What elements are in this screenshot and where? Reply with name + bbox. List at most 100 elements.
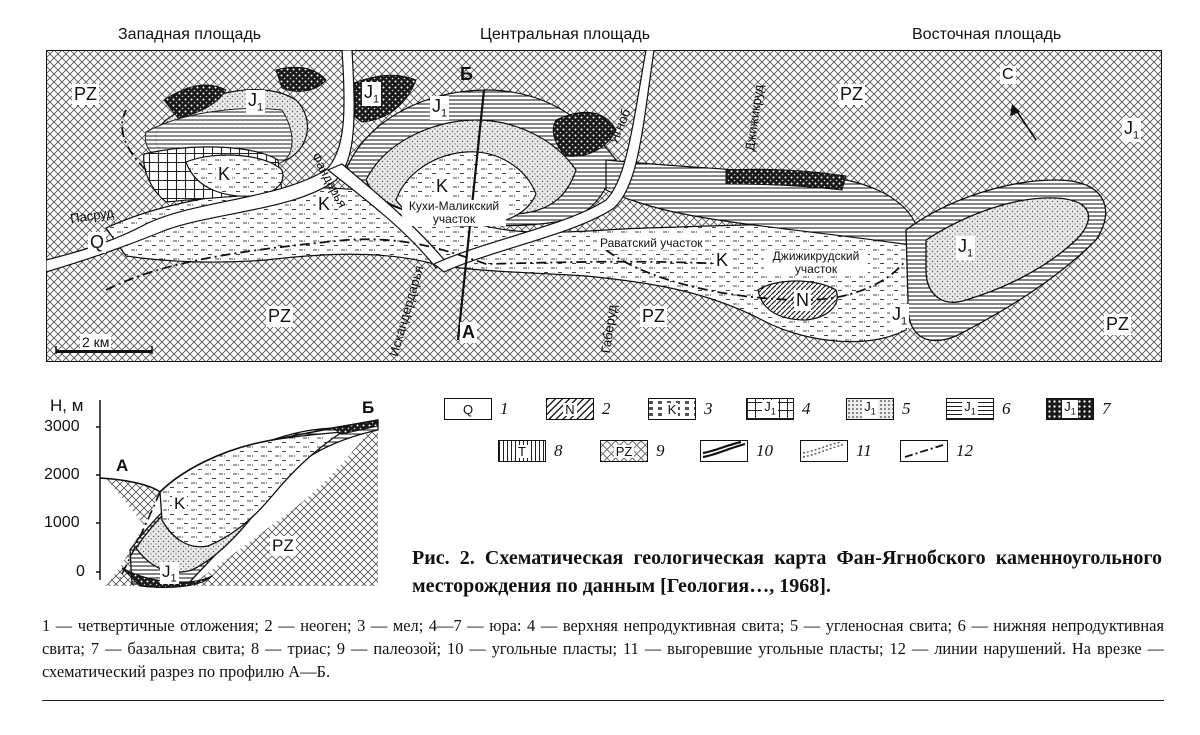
legend-item-10: 10 xyxy=(700,440,773,462)
map-label-j1-se: J1 xyxy=(890,304,910,328)
legend-swatch-6: J1 xyxy=(946,398,994,420)
map-label-pz-s: PZ xyxy=(640,306,668,327)
legend-number-7: 7 xyxy=(1102,399,1111,418)
geological-map xyxy=(46,50,1162,362)
map-label-pz-nw: PZ xyxy=(72,84,100,105)
east-j1-basal xyxy=(725,168,847,191)
legend-swatch-1: Q xyxy=(444,398,492,420)
legend-item-4: J1 4 xyxy=(746,398,811,420)
legend-number-3: 3 xyxy=(704,399,713,418)
legend-item-12: 12 xyxy=(900,440,973,462)
legend-code-2: N xyxy=(563,401,577,417)
section-tick-0: 0 xyxy=(76,563,85,580)
map-label-kukhi: Кухи-Маликский участок xyxy=(402,200,506,226)
legend-code-9: PZ xyxy=(613,443,635,459)
legend-item-6: J1 6 xyxy=(946,398,1011,420)
east-fold-inner xyxy=(925,197,1090,303)
scale-bar xyxy=(56,350,152,353)
map-label-k-sw: K xyxy=(316,194,333,215)
map-label-pz-sw: PZ xyxy=(266,306,294,327)
legend-swatch-9: PZ xyxy=(600,440,648,462)
legend-swatch-2: N xyxy=(546,398,594,420)
legend-item-7: J1 7 xyxy=(1046,398,1111,420)
legend-code-5: J1 xyxy=(862,398,878,419)
legend-number-8: 8 xyxy=(554,441,563,460)
map-label-j1-central-a: J1 xyxy=(362,82,382,106)
legend-item-11: 11 xyxy=(800,440,872,462)
central-j1-basal-b xyxy=(552,111,617,157)
legend-code-8: T xyxy=(516,443,528,459)
legend-item-5: J1 5 xyxy=(846,398,911,420)
legend-number-2: 2 xyxy=(602,399,611,418)
west-j1-basal-a xyxy=(163,84,227,119)
legend-code-7: J1 xyxy=(1062,398,1078,419)
section-tick-1000: 1000 xyxy=(44,514,80,531)
legend-number-9: 9 xyxy=(656,441,665,460)
map-label-ravat: Раватский участок xyxy=(598,236,705,250)
section-label-a: А xyxy=(116,456,129,475)
map-label-pz-se: PZ xyxy=(1104,314,1132,335)
legend-code-6: J1 xyxy=(962,398,978,419)
fault-west xyxy=(121,109,147,171)
section-label-b: Б xyxy=(362,398,375,417)
map-label-b: Б xyxy=(460,64,473,84)
area-east-label: Восточная площадь xyxy=(912,26,1062,43)
section-tick-3000: 3000 xyxy=(44,418,80,435)
legend-swatch-10 xyxy=(700,440,748,462)
scale-label: 2 км xyxy=(80,334,112,350)
map-label-k-west: K xyxy=(216,164,233,185)
area-west-label: Западная площадь xyxy=(118,26,262,43)
map-label-n: N xyxy=(794,290,811,311)
legend-code-4: J1 xyxy=(762,398,778,419)
legend-number-10: 10 xyxy=(756,441,773,460)
divider xyxy=(42,700,1164,701)
figure-notes: 1 — четвертичные отложения; 2 — неоген; … xyxy=(42,616,1164,681)
legend-swatch-8: T xyxy=(498,440,546,462)
area-central-label: Центральная площадь xyxy=(480,26,651,43)
map-label-dzhizhik: Джижикрудский участок xyxy=(764,250,868,276)
fault-east xyxy=(605,249,907,301)
map-label-j1-ne: J1 xyxy=(1122,118,1142,142)
fault-south xyxy=(105,238,727,291)
arrow-c xyxy=(1015,109,1037,141)
pasrud-valley xyxy=(46,50,355,273)
west-j1-basal-b xyxy=(275,66,327,92)
legend-swatch-11 xyxy=(800,440,848,462)
legend-number-12: 12 xyxy=(956,441,973,460)
legend-swatch-5: J1 xyxy=(846,398,894,420)
west-cretaceous xyxy=(185,154,284,197)
map-label-j1-east: J1 xyxy=(956,236,976,260)
map-label-c: С xyxy=(1000,66,1016,84)
legend-item-9: PZ 9 xyxy=(600,440,665,462)
legend-number-5: 5 xyxy=(902,399,911,418)
legend-number-4: 4 xyxy=(802,399,811,418)
map-label-k-east: K xyxy=(714,250,731,271)
figure-caption: Рис. 2. Схематическая геологическая карт… xyxy=(412,547,1162,597)
section-label-j1: J1 xyxy=(160,562,179,585)
section-label-pz: PZ xyxy=(270,536,296,556)
legend-swatch-7: J1 xyxy=(1046,398,1094,420)
legend-swatch-3: K xyxy=(648,398,696,420)
legend-swatch-12 xyxy=(900,440,948,462)
legend-code-1: Q xyxy=(460,401,476,417)
legend-number-1: 1 xyxy=(500,399,509,418)
section-label-k: K xyxy=(172,494,188,514)
map-label-a: А xyxy=(460,322,477,343)
section-tick-2000: 2000 xyxy=(44,466,80,483)
legend-number-11: 11 xyxy=(856,441,872,460)
map-label-k-kukhi: K xyxy=(434,176,451,197)
map-label-q: Q xyxy=(88,232,107,253)
map-label-pz-ne: PZ xyxy=(838,84,866,105)
map-label-j1-central-b: J1 xyxy=(430,96,450,120)
yagnob-valley xyxy=(432,50,655,273)
legend-code-3: K xyxy=(665,401,679,417)
legend-number-6: 6 xyxy=(1002,399,1011,418)
section-axis-title: H, м xyxy=(50,396,84,415)
cross-section-inset xyxy=(96,400,379,589)
legend-swatch-4: J1 xyxy=(746,398,794,420)
map-label-j1-west: J1 xyxy=(246,90,266,114)
